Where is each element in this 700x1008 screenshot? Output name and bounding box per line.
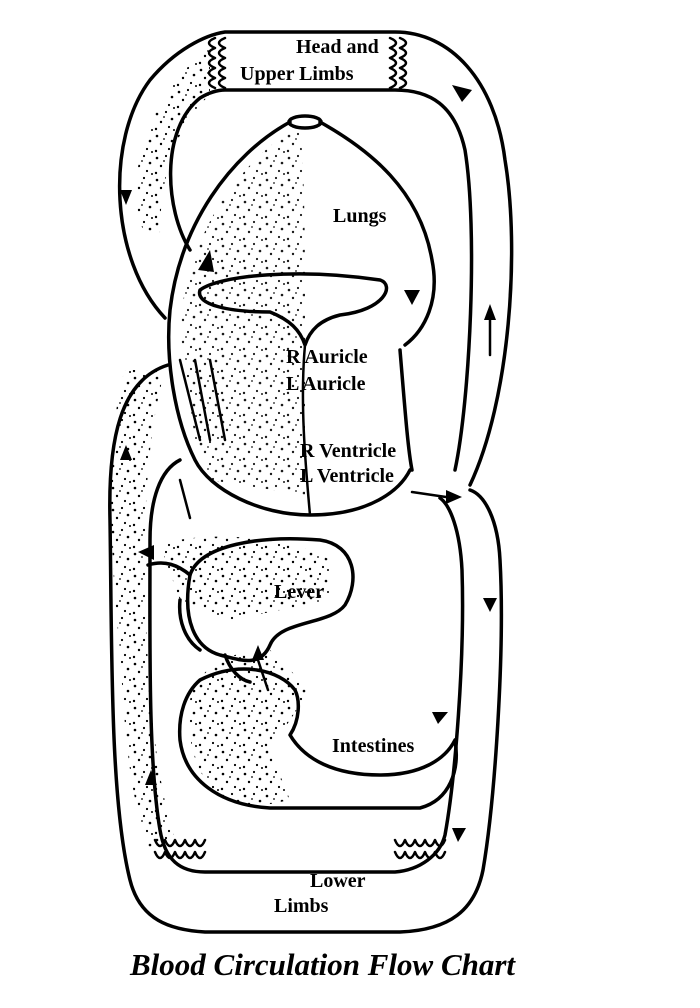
arrow-intestine-in	[432, 712, 448, 724]
arrow-left-up	[120, 445, 132, 460]
arrow-aorta	[446, 490, 462, 504]
head-capillaries	[207, 36, 408, 90]
arrow-head-right-down	[452, 85, 472, 102]
deoxygenated-regions	[111, 48, 330, 850]
flow-arrows	[120, 85, 497, 842]
arrow-liver-up	[252, 645, 264, 660]
label-lower-1: Lower	[310, 870, 366, 892]
liver	[146, 537, 355, 663]
label-lungs: Lungs	[333, 205, 387, 227]
label-head-1: Head and	[296, 36, 379, 58]
lower-capillaries	[153, 838, 447, 860]
label-head-2: Upper Limbs	[240, 63, 354, 85]
label-l-ventricle: L Ventricle	[300, 465, 394, 487]
arrow-down-lower	[452, 828, 466, 842]
label-lever: Lever	[274, 581, 324, 603]
label-l-auricle: L Auricle	[286, 373, 366, 395]
arrow-head-left-down	[120, 190, 132, 205]
label-intestines: Intestines	[332, 735, 414, 757]
lungs-heart	[166, 114, 436, 517]
label-lower-2: Limbs	[274, 895, 329, 917]
intestines	[177, 653, 458, 810]
label-r-ventricle: R Ventricle	[300, 440, 396, 462]
arrow-left-liver	[138, 545, 154, 560]
arrow-down-right	[483, 598, 497, 612]
lower-loop	[108, 363, 504, 934]
arrow-lung-out	[404, 290, 420, 305]
arrow-lung-in	[198, 250, 214, 272]
upper-loop	[117, 30, 514, 487]
arrow-up-lower	[145, 770, 157, 785]
arrow-up-right	[484, 304, 496, 320]
diagram-title: Blood Circulation Flow Chart	[129, 947, 516, 982]
label-r-auricle: R Auricle	[286, 346, 368, 368]
